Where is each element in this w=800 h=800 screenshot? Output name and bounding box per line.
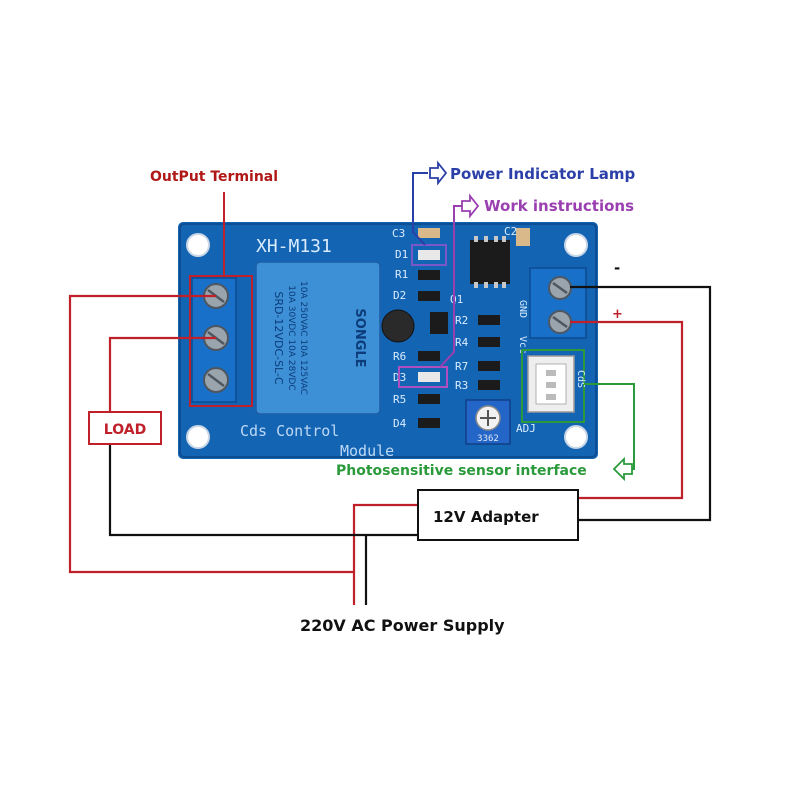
plus-sign: + [612, 307, 623, 322]
load-label: LOAD [104, 422, 146, 438]
pot-code: 3362 [477, 434, 499, 444]
label-r6: R6 [393, 350, 406, 363]
wire-load-return [108, 442, 418, 537]
wire-output-mid [108, 336, 216, 412]
output-screw-terminal [191, 277, 237, 403]
wire-vcc [570, 320, 684, 500]
smd-left-column [418, 228, 440, 428]
electrolytic-capacitor [381, 309, 415, 343]
mounting-hole [186, 233, 210, 257]
label-r1: R1 [395, 268, 408, 281]
smd-right-column [478, 228, 530, 390]
potentiometer: 3362 [465, 399, 511, 445]
transistor-q1 [430, 312, 448, 334]
label-cds: CdS [575, 370, 586, 388]
adapter-label: 12V Adapter [433, 508, 539, 526]
power-input-terminal [529, 267, 587, 339]
relay-rating-1: 10A 250VAC 10A 125VAC [298, 281, 308, 395]
label-d1: D1 [395, 248, 408, 261]
cds-connector-highlight [521, 349, 585, 423]
mounting-hole [186, 425, 210, 449]
label-r7: R7 [455, 360, 468, 373]
ic-chip [470, 236, 510, 288]
output-terminal-highlight [189, 275, 253, 407]
label-r2: R2 [455, 314, 468, 327]
board-caption-1: Cds Control [240, 422, 339, 440]
relay: SONGLE 10A 250VAC 10A 125VAC 10A 30VDC 1… [255, 261, 381, 415]
relay-module-board: XH-M131 Cds Control Module SONGLE 10A 25… [178, 222, 598, 460]
ac-supply-label: 220V AC Power Supply [300, 616, 505, 635]
cds-sensor-connector [527, 355, 575, 413]
adapter-box: 12V Adapter [417, 489, 579, 541]
wires [68, 285, 712, 605]
mounting-hole [564, 425, 588, 449]
label-adj: ADJ [516, 422, 536, 435]
relay-model: SRD-12VDC-SL-C [272, 291, 285, 385]
mounting-hole [564, 233, 588, 257]
photosensitive-label: Photosensitive sensor interface [336, 463, 587, 479]
work-instructions-callout: Work instructions [439, 193, 634, 368]
label-vcc: Vcc [517, 336, 528, 354]
load-box: LOAD [88, 411, 162, 445]
label-q1: Q1 [450, 293, 463, 306]
power-indicator-label: Power Indicator Lamp [450, 165, 636, 183]
work-instructions-label: Work instructions [484, 197, 634, 215]
arrow-right-icon [461, 193, 480, 219]
arrow-right-icon [429, 160, 448, 186]
wire-gnd [570, 285, 712, 522]
label-d4: D4 [393, 417, 407, 430]
power-indicator-callout: Power Indicator Lamp [412, 160, 636, 246]
label-c2: C2 [504, 225, 517, 238]
work-led-highlight [398, 366, 448, 388]
power-led-highlight [411, 244, 447, 266]
minus-sign: - [614, 259, 620, 277]
output-terminal-label: OutPut Terminal [150, 169, 278, 185]
label-r4: R4 [455, 336, 469, 349]
label-d2: D2 [393, 289, 406, 302]
label-r5: R5 [393, 393, 406, 406]
label-c3: C3 [392, 227, 405, 240]
label-r3: R3 [455, 379, 468, 392]
photosensitive-callout: Photosensitive sensor interface [336, 383, 635, 482]
label-gnd: GND [517, 300, 528, 318]
board-model: XH-M131 [256, 236, 332, 257]
relay-rating-2: 10A 30VDC 10A 28VDC [286, 285, 296, 390]
wire-output-top [68, 294, 418, 574]
arrow-left-icon [612, 456, 633, 482]
relay-brand: SONGLE [352, 308, 367, 367]
board-caption-2: Module [340, 442, 394, 460]
